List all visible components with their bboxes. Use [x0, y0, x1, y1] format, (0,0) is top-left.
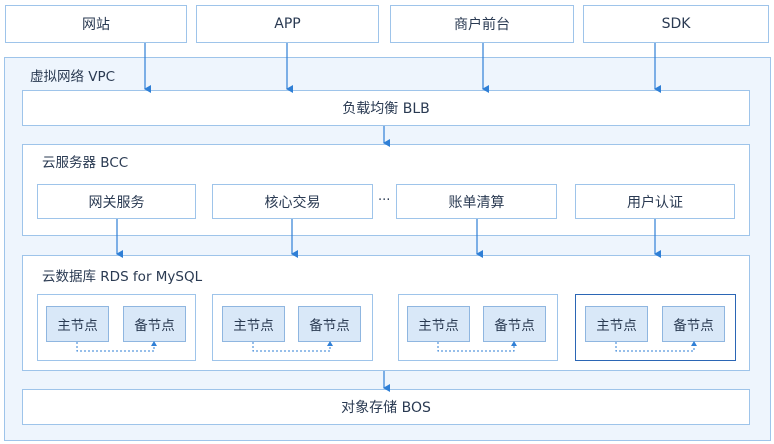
- blb-label: 负载均衡 BLB: [342, 101, 430, 117]
- client-website: 网站: [5, 5, 187, 43]
- cluster-1-backup-label: 备节点: [134, 318, 175, 334]
- blb-box: 负载均衡 BLB: [22, 90, 750, 126]
- service-gateway-label: 网关服务: [88, 194, 145, 211]
- bos-label: 对象存储 BOS: [341, 400, 431, 416]
- service-core-trading-label: 核心交易: [264, 194, 321, 211]
- cluster-2-backup-label: 备节点: [309, 318, 350, 334]
- bos-box: 对象存储 BOS: [22, 389, 750, 425]
- client-app: APP: [196, 5, 379, 43]
- cluster-2-primary-label: 主节点: [233, 318, 274, 334]
- client-sdk: SDK: [583, 5, 769, 43]
- service-user-auth-label: 用户认证: [627, 194, 683, 211]
- client-app-label: APP: [274, 16, 301, 32]
- cluster-4-backup-label: 备节点: [673, 318, 714, 334]
- cluster-3-primary-node: 主节点: [407, 306, 470, 342]
- service-gateway: 网关服务: [37, 184, 196, 219]
- service-core-trading: 核心交易: [212, 184, 373, 219]
- service-user-auth: 用户认证: [575, 184, 735, 219]
- client-merchant-frontend-label: 商户前台: [454, 17, 510, 33]
- cluster-2-primary-node: 主节点: [222, 306, 285, 342]
- cluster-4-backup-node: 备节点: [662, 306, 725, 342]
- service-billing-settlement: 账单清算: [396, 184, 557, 219]
- cluster-2-backup-node: 备节点: [298, 306, 361, 342]
- cluster-4-primary-label: 主节点: [596, 318, 637, 334]
- cluster-1-backup-node: 备节点: [123, 306, 186, 342]
- vpc-label: 虚拟网络 VPC: [30, 69, 116, 85]
- rds-label: 云数据库 RDS for MySQL: [42, 269, 203, 285]
- services-ellipsis: ···: [378, 193, 391, 208]
- cluster-3-backup-node: 备节点: [483, 306, 546, 342]
- cluster-3-primary-label: 主节点: [418, 318, 459, 334]
- cluster-4-primary-node: 主节点: [585, 306, 648, 342]
- client-merchant-frontend: 商户前台: [390, 5, 574, 43]
- client-sdk-label: SDK: [661, 16, 691, 32]
- bcc-label: 云服务器 BCC: [42, 155, 129, 171]
- cluster-3-backup-label: 备节点: [494, 318, 535, 334]
- service-billing-settlement-label: 账单清算: [448, 194, 505, 211]
- cluster-1-primary-node: 主节点: [46, 306, 109, 342]
- client-website-label: 网站: [82, 17, 110, 33]
- cluster-1-primary-label: 主节点: [57, 318, 98, 334]
